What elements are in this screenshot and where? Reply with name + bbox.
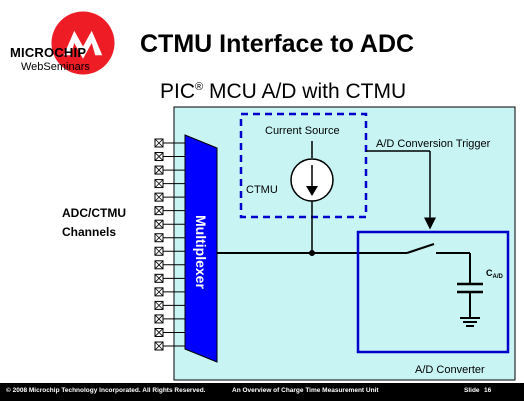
footer-slide-label: Slide (464, 387, 480, 394)
footer-bar: © 2008 Microchip Technology Incorporated… (0, 383, 524, 401)
ctmu-block (239, 112, 368, 219)
channel-terminal-cross-icon (154, 287, 164, 297)
ctmu-label: CTMU (246, 184, 278, 196)
channel-terminal-cross-icon (154, 206, 164, 215)
subtitle-suffix: MCU A/D with CTMU (203, 80, 407, 103)
channel-terminal-cross-icon (154, 301, 164, 310)
channel-terminal-cross-icon (154, 152, 164, 161)
channel-terminal-cross-icon (154, 314, 164, 324)
channel-terminal-cross-icon (154, 138, 164, 148)
channel-terminal-cross-icon (154, 260, 164, 270)
current-arrow-head-icon (306, 186, 318, 196)
microchip-logo-icon (51, 11, 115, 75)
capacitor-label: CA/D (486, 268, 504, 280)
subtitle-prefix: PIC (160, 80, 196, 103)
channels-label-line-2: Channels (62, 225, 117, 239)
switch-icon (406, 243, 435, 254)
footer-copyright: © 2008 Microchip Technology Incorporated… (6, 387, 206, 394)
footer-seminar-title: An Overview of Charge Time Measurement U… (232, 387, 379, 394)
capacitor-label-main: C (486, 268, 493, 278)
diagram-background-panel (173, 106, 516, 381)
channel-terminal-cross-icon (154, 246, 164, 256)
channel-terminal-cross-icon (154, 341, 164, 351)
channels-label-line-1: ADC/CTMU (62, 206, 126, 220)
slide-title: CTMU Interface to ADC (140, 30, 415, 58)
channel-terminal-cross-icon (154, 274, 164, 283)
channel-inputs (154, 138, 185, 351)
adc-label: A/D Converter (415, 364, 485, 376)
channel-terminal-cross-icon (154, 179, 164, 188)
brand-subtitle: WebSeminars (21, 61, 90, 73)
slide-subtitle: PIC® MCU A/D with CTMU (160, 80, 406, 104)
channel-terminal-cross-icon (154, 219, 164, 229)
channel-terminal-cross-icon (154, 192, 164, 202)
channel-terminal-cross-icon (154, 233, 164, 243)
registered-mark: ® (195, 81, 204, 93)
ctmu-adc-diagram: Multiplexer Current Source CTMU A/D Conv… (154, 106, 516, 381)
capacitor-label-sub: A/D (493, 274, 504, 280)
multiplexer-label: Multiplexer (193, 215, 209, 289)
channel-terminal-cross-icon (154, 165, 164, 175)
channel-terminal-cross-icon (154, 328, 164, 337)
footer-slide-number: 16 (484, 387, 492, 394)
adc-block (356, 230, 510, 354)
multiplexer-block (184, 134, 218, 363)
brand-name: MICROCHIP (10, 45, 87, 60)
current-source-label: Current Source (265, 125, 340, 137)
trigger-label: A/D Conversion Trigger (376, 138, 491, 150)
